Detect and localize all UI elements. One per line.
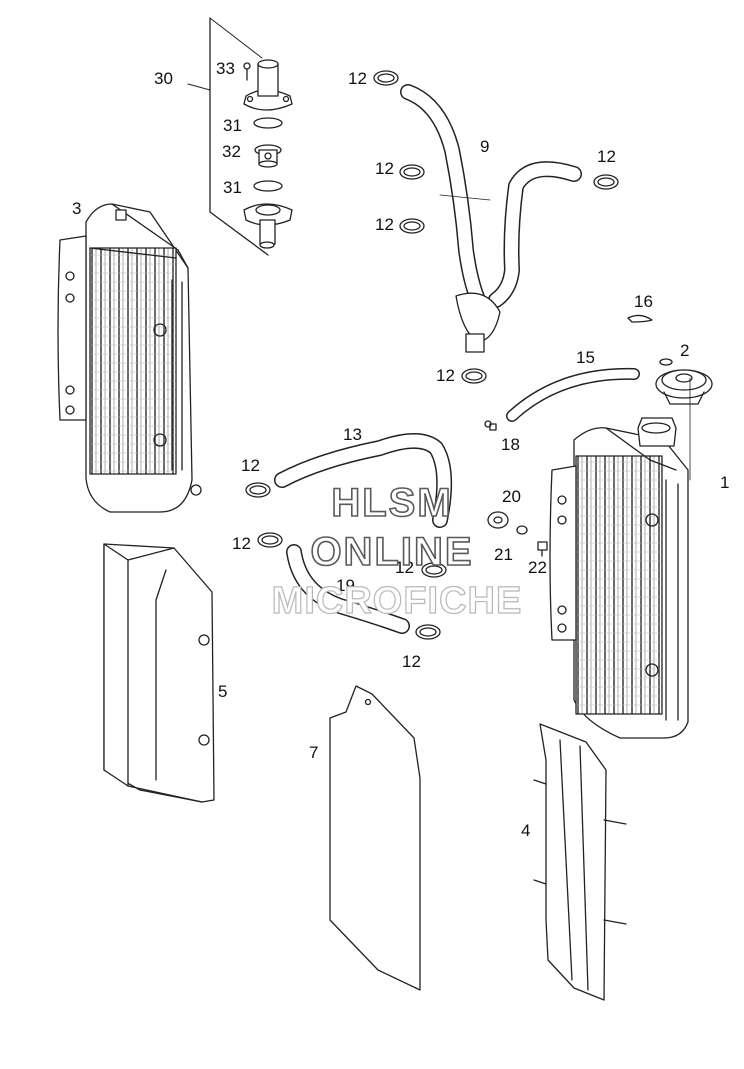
bolt bbox=[537, 541, 548, 557]
callout-12: 12 bbox=[348, 69, 367, 88]
radiator-shroud-left bbox=[103, 543, 215, 803]
o-ring-upper bbox=[253, 117, 283, 129]
assembly-bracket-line bbox=[209, 17, 269, 256]
callout-12: 12 bbox=[232, 534, 251, 553]
watermark-line-2: ONLINE bbox=[310, 529, 474, 575]
callout-19: 19 bbox=[336, 576, 355, 595]
radiator-shroud-center bbox=[329, 685, 421, 991]
callout-33: 33 bbox=[216, 59, 235, 78]
fitting bbox=[484, 420, 497, 431]
radiator-left bbox=[57, 203, 202, 513]
hose-clamp bbox=[399, 164, 425, 180]
callout-12: 12 bbox=[597, 147, 616, 166]
hose-clamp bbox=[245, 482, 271, 498]
callout-31: 31 bbox=[223, 116, 242, 135]
callout-12: 12 bbox=[395, 558, 414, 577]
callout-1: 1 bbox=[720, 473, 730, 492]
callout-31: 31 bbox=[223, 178, 242, 197]
callout-13: 13 bbox=[343, 425, 362, 444]
radiator-shroud-right bbox=[533, 723, 627, 1001]
hose-clamp bbox=[373, 70, 399, 86]
hose-clamp bbox=[399, 218, 425, 234]
callout-18: 18 bbox=[501, 435, 520, 454]
radiator-right bbox=[549, 377, 691, 739]
callout-15: 15 bbox=[576, 348, 595, 367]
callout-30: 30 bbox=[154, 69, 173, 88]
callout-32: 32 bbox=[222, 142, 241, 161]
hose-clamp bbox=[461, 368, 487, 384]
radiator-cap bbox=[655, 358, 713, 405]
hose-clamp bbox=[257, 532, 283, 548]
overflow-tube bbox=[506, 367, 640, 422]
callout-3: 3 bbox=[72, 199, 82, 218]
radiator-hose-upper bbox=[400, 84, 582, 353]
callout-4: 4 bbox=[521, 821, 531, 840]
radiator-hose-lower bbox=[286, 544, 410, 634]
callout-20: 20 bbox=[502, 487, 521, 506]
callout-7: 7 bbox=[309, 743, 319, 762]
callout-22: 22 bbox=[528, 558, 547, 577]
hose-clamp bbox=[415, 624, 441, 640]
thermostat-cover bbox=[243, 59, 293, 111]
callout-5: 5 bbox=[218, 682, 228, 701]
callout-12: 12 bbox=[375, 159, 394, 178]
callout-12: 12 bbox=[436, 366, 455, 385]
callout-2: 2 bbox=[680, 341, 690, 360]
thermostat-screw bbox=[243, 62, 251, 81]
callout-12: 12 bbox=[241, 456, 260, 475]
hose-clamp bbox=[593, 174, 619, 190]
thermostat-housing-assembly bbox=[187, 17, 293, 256]
callout-16: 16 bbox=[634, 292, 653, 311]
washer bbox=[516, 525, 528, 535]
radiator-hose-middle bbox=[274, 433, 453, 528]
thermostat-insert bbox=[254, 144, 282, 168]
callout-12: 12 bbox=[402, 652, 421, 671]
callout-9: 9 bbox=[480, 137, 490, 156]
thermostat-base bbox=[243, 203, 293, 249]
callout-21: 21 bbox=[494, 545, 513, 564]
o-ring-lower bbox=[253, 180, 283, 192]
hose-clamp bbox=[421, 562, 447, 578]
grommet bbox=[487, 511, 509, 529]
watermark-line-1: HLSM bbox=[331, 480, 453, 526]
watermark-line-3: MICROFICHE bbox=[271, 579, 523, 622]
callout-12: 12 bbox=[375, 215, 394, 234]
cable-clip bbox=[627, 314, 653, 323]
